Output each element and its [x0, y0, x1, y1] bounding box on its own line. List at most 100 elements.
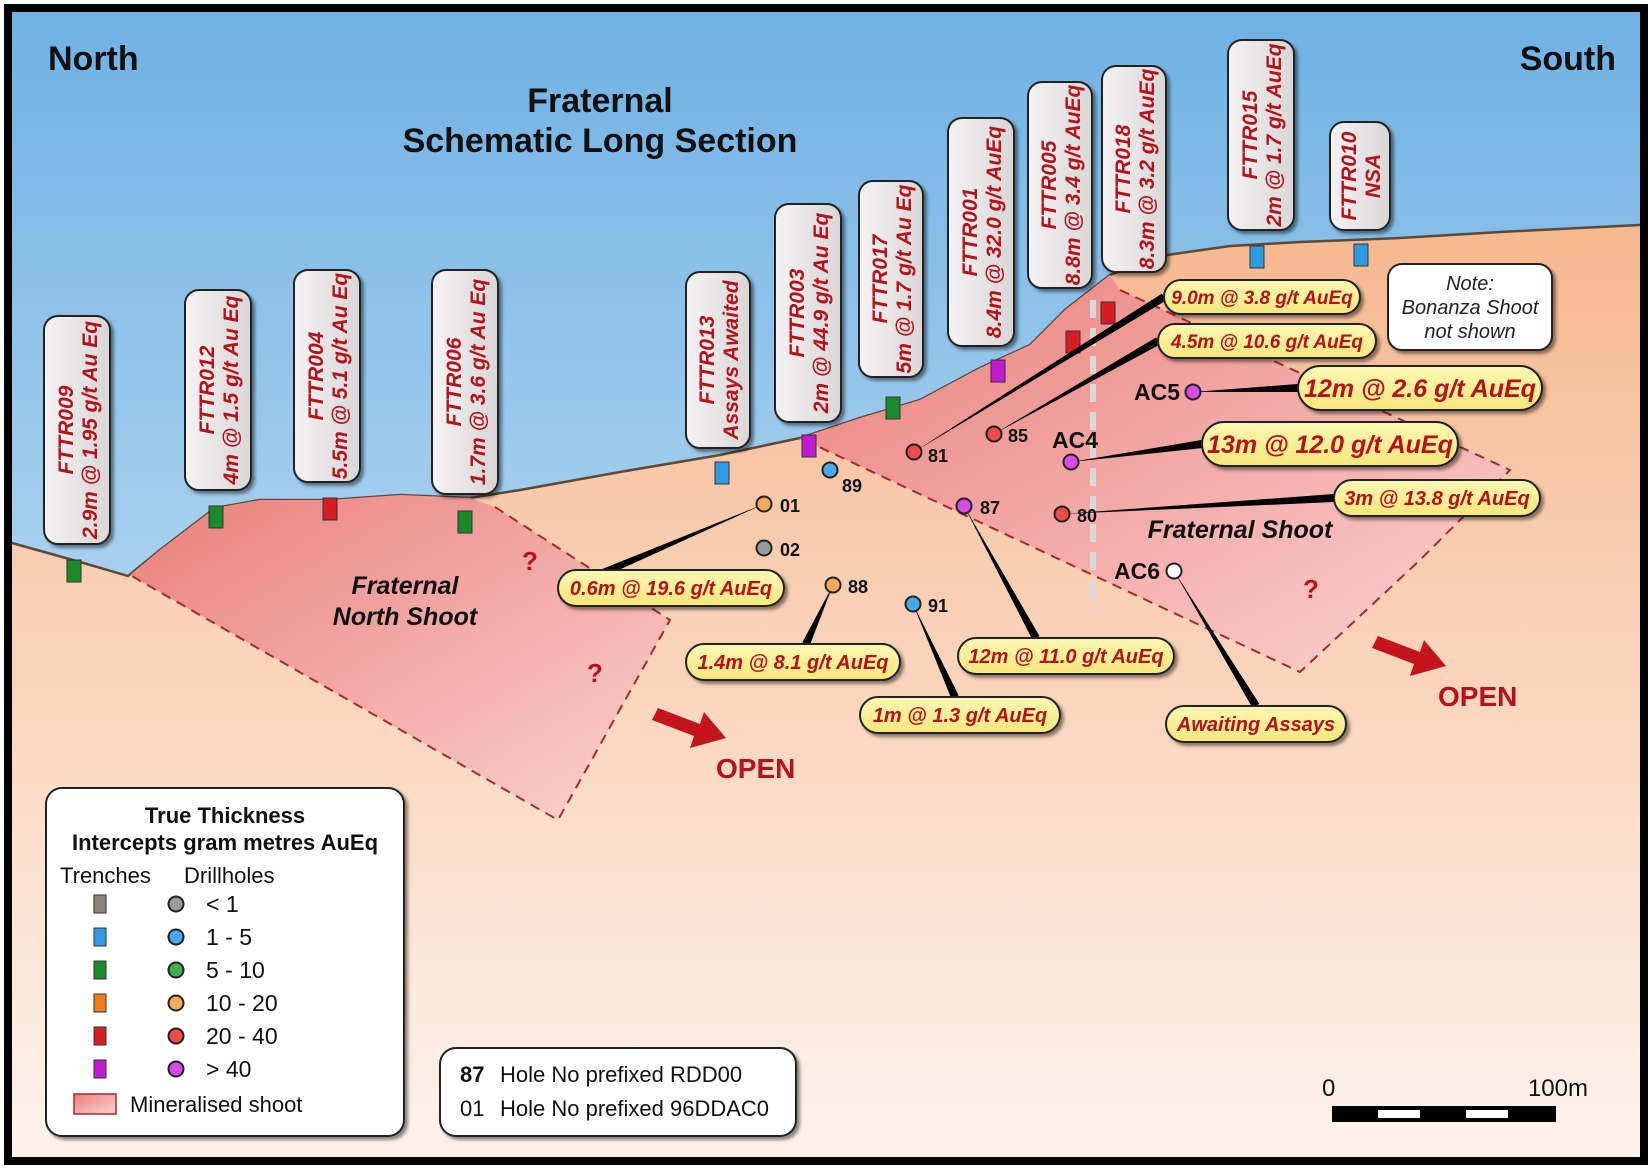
drillhole-label: AC6 [1114, 558, 1160, 584]
leader-line [914, 293, 1167, 452]
question-mark-3: ? [1303, 574, 1319, 604]
legend-row: 5 - 10 [93, 957, 265, 983]
note-line-3: not shown [1424, 321, 1515, 343]
trench-fttr003: FTTR0032m @ 44.9 g/t Au Eq [774, 203, 842, 458]
callout-box [957, 637, 1175, 675]
trench-fttr006: FTTR0061.7m @ 3.6 g/t Au Eq [431, 269, 499, 534]
callout-text: 1m @ 1.3 g/t AuEq [873, 705, 1047, 727]
legend-hole-swatch [167, 895, 185, 913]
note-box: Note: Bonanza Shoot not shown [1387, 263, 1553, 351]
legend-title-1: True Thickness [145, 803, 305, 828]
drillhole-marker [755, 539, 773, 557]
trench-result: 2m @ 1.7 g/t AuEq [1263, 43, 1286, 227]
drillhole-01: 01 [755, 495, 800, 516]
leader-line [802, 585, 833, 646]
trench-tag-box [685, 271, 751, 449]
leader-lines [596, 293, 1335, 709]
drillhole-label: 88 [848, 577, 868, 597]
drillhole-label: 87 [980, 498, 1000, 518]
main-shoot-outline [799, 289, 1512, 674]
north-shoot-polygon [130, 495, 670, 820]
leader-line [1193, 384, 1299, 392]
drillhole-marker [1184, 383, 1202, 401]
drillhole-02: 02 [755, 539, 800, 560]
drillhole-marker [1165, 562, 1183, 580]
north-shoot-label-2: North Shoot [333, 603, 479, 631]
callout-text: Awaiting Assays [1176, 714, 1335, 736]
drillhole-marker [1053, 505, 1071, 523]
trench-marker [990, 359, 1006, 383]
leader-line [964, 506, 1040, 640]
trench-tag-box [1329, 121, 1391, 231]
trench-marker [1353, 243, 1369, 267]
legend-trench-swatch [93, 960, 107, 980]
drillhole-ac6: AC6 [1114, 558, 1183, 584]
trench-tag-text: FTTR0058.8m @ 3.4 g/t AuEq [1038, 85, 1085, 286]
callout-box [557, 569, 785, 607]
open-label-south: OPEN [1438, 681, 1517, 712]
intercept-callout: 3m @ 13.8 g/t AuEq [1333, 479, 1541, 517]
trench-result: 8.8m @ 3.4 g/t AuEq [1062, 85, 1085, 286]
drillhole-label: 80 [1077, 506, 1097, 526]
trench-fttr012: FTTR0124m @ 1.5 g/t Au Eq [184, 289, 252, 529]
open-label-north: OPEN [716, 753, 795, 784]
intercept-callout: 12m @ 2.6 g/t AuEq [1297, 365, 1543, 411]
drillhole-label: AC5 [1134, 379, 1180, 405]
drillhole-ac4: AC4 [1052, 427, 1098, 471]
legend-row: 10 - 20 [93, 990, 278, 1016]
drillhole-label: 81 [928, 446, 948, 466]
trench-tag-text: FTTR0018.4m @ 32.0 g/t AuEq [959, 126, 1006, 338]
legend-shoot-swatch [73, 1093, 117, 1115]
trench-result: 8.3m @ 3.2 g/t AuEq [1136, 69, 1159, 270]
callout-box [859, 696, 1061, 734]
trench-result: 8.4m @ 32.0 g/t AuEq [983, 126, 1006, 338]
trench-fttr013: FTTR013Assays Awaited [685, 271, 751, 485]
intercept-callout: 1m @ 1.3 g/t AuEq [859, 696, 1061, 734]
leader-line [1062, 494, 1335, 514]
drillhole-label: 91 [928, 596, 948, 616]
trench-tag-text: FTTR010NSA [1338, 131, 1385, 220]
callout-box [1163, 279, 1361, 315]
trench-marker [714, 461, 730, 485]
callout-text: 1.4m @ 8.1 g/t AuEq [697, 652, 888, 674]
trench-tag-text: FTTR0124m @ 1.5 g/t Au Eq [196, 295, 243, 485]
intercept-callout: 1.4m @ 8.1 g/t AuEq [685, 643, 901, 681]
drillhole-marker [985, 425, 1003, 443]
trench-result: 2.9m @ 1.95 g/t Au Eq [79, 321, 102, 540]
trench-marker [208, 505, 224, 529]
intercept-callout: 12m @ 11.0 g/t AuEq [957, 637, 1175, 675]
trench-fttr010: FTTR010NSA [1329, 121, 1391, 267]
trench-id: FTTR012 [196, 345, 219, 434]
main-shoot-label: Fraternal Shoot [1148, 516, 1334, 544]
callout-text: 13m @ 12.0 g/t AuEq [1207, 431, 1453, 459]
legend-row-label: 5 - 10 [206, 957, 265, 983]
trench-id: FTTR018 [1112, 124, 1135, 213]
trench-result: 5m @ 1.7 g/t Au Eq [893, 184, 916, 373]
trench-marker [885, 396, 901, 420]
legend-trench-swatch [93, 1059, 107, 1079]
drillhole-marker [755, 495, 773, 513]
south-label: South [1520, 40, 1616, 78]
drillhole-label: 01 [780, 496, 800, 516]
trench-tag-box [184, 289, 252, 491]
legend-row: 20 - 40 [93, 1023, 278, 1049]
open-arrow-north [652, 708, 726, 748]
legend-row-label: > 40 [206, 1056, 251, 1082]
trench-marker [1249, 245, 1265, 269]
trench-id: FTTR015 [1239, 90, 1262, 179]
intercept-callout: 0.6m @ 19.6 g/t AuEq [557, 569, 785, 607]
trench-marker [457, 510, 473, 534]
legend-trench-swatch [93, 894, 107, 914]
trench-id: FTTR005 [1038, 140, 1061, 229]
trench-tag-box [858, 180, 924, 378]
trench-marker [801, 434, 817, 458]
scale-start: 0 [1322, 1075, 1335, 1102]
legend-hole-swatch [167, 1027, 185, 1045]
main-shoot-polygon [800, 275, 1510, 672]
trench-tag-box [1227, 39, 1295, 231]
trench-id: FTTR006 [443, 337, 466, 426]
drillhole-91: 91 [904, 595, 948, 616]
